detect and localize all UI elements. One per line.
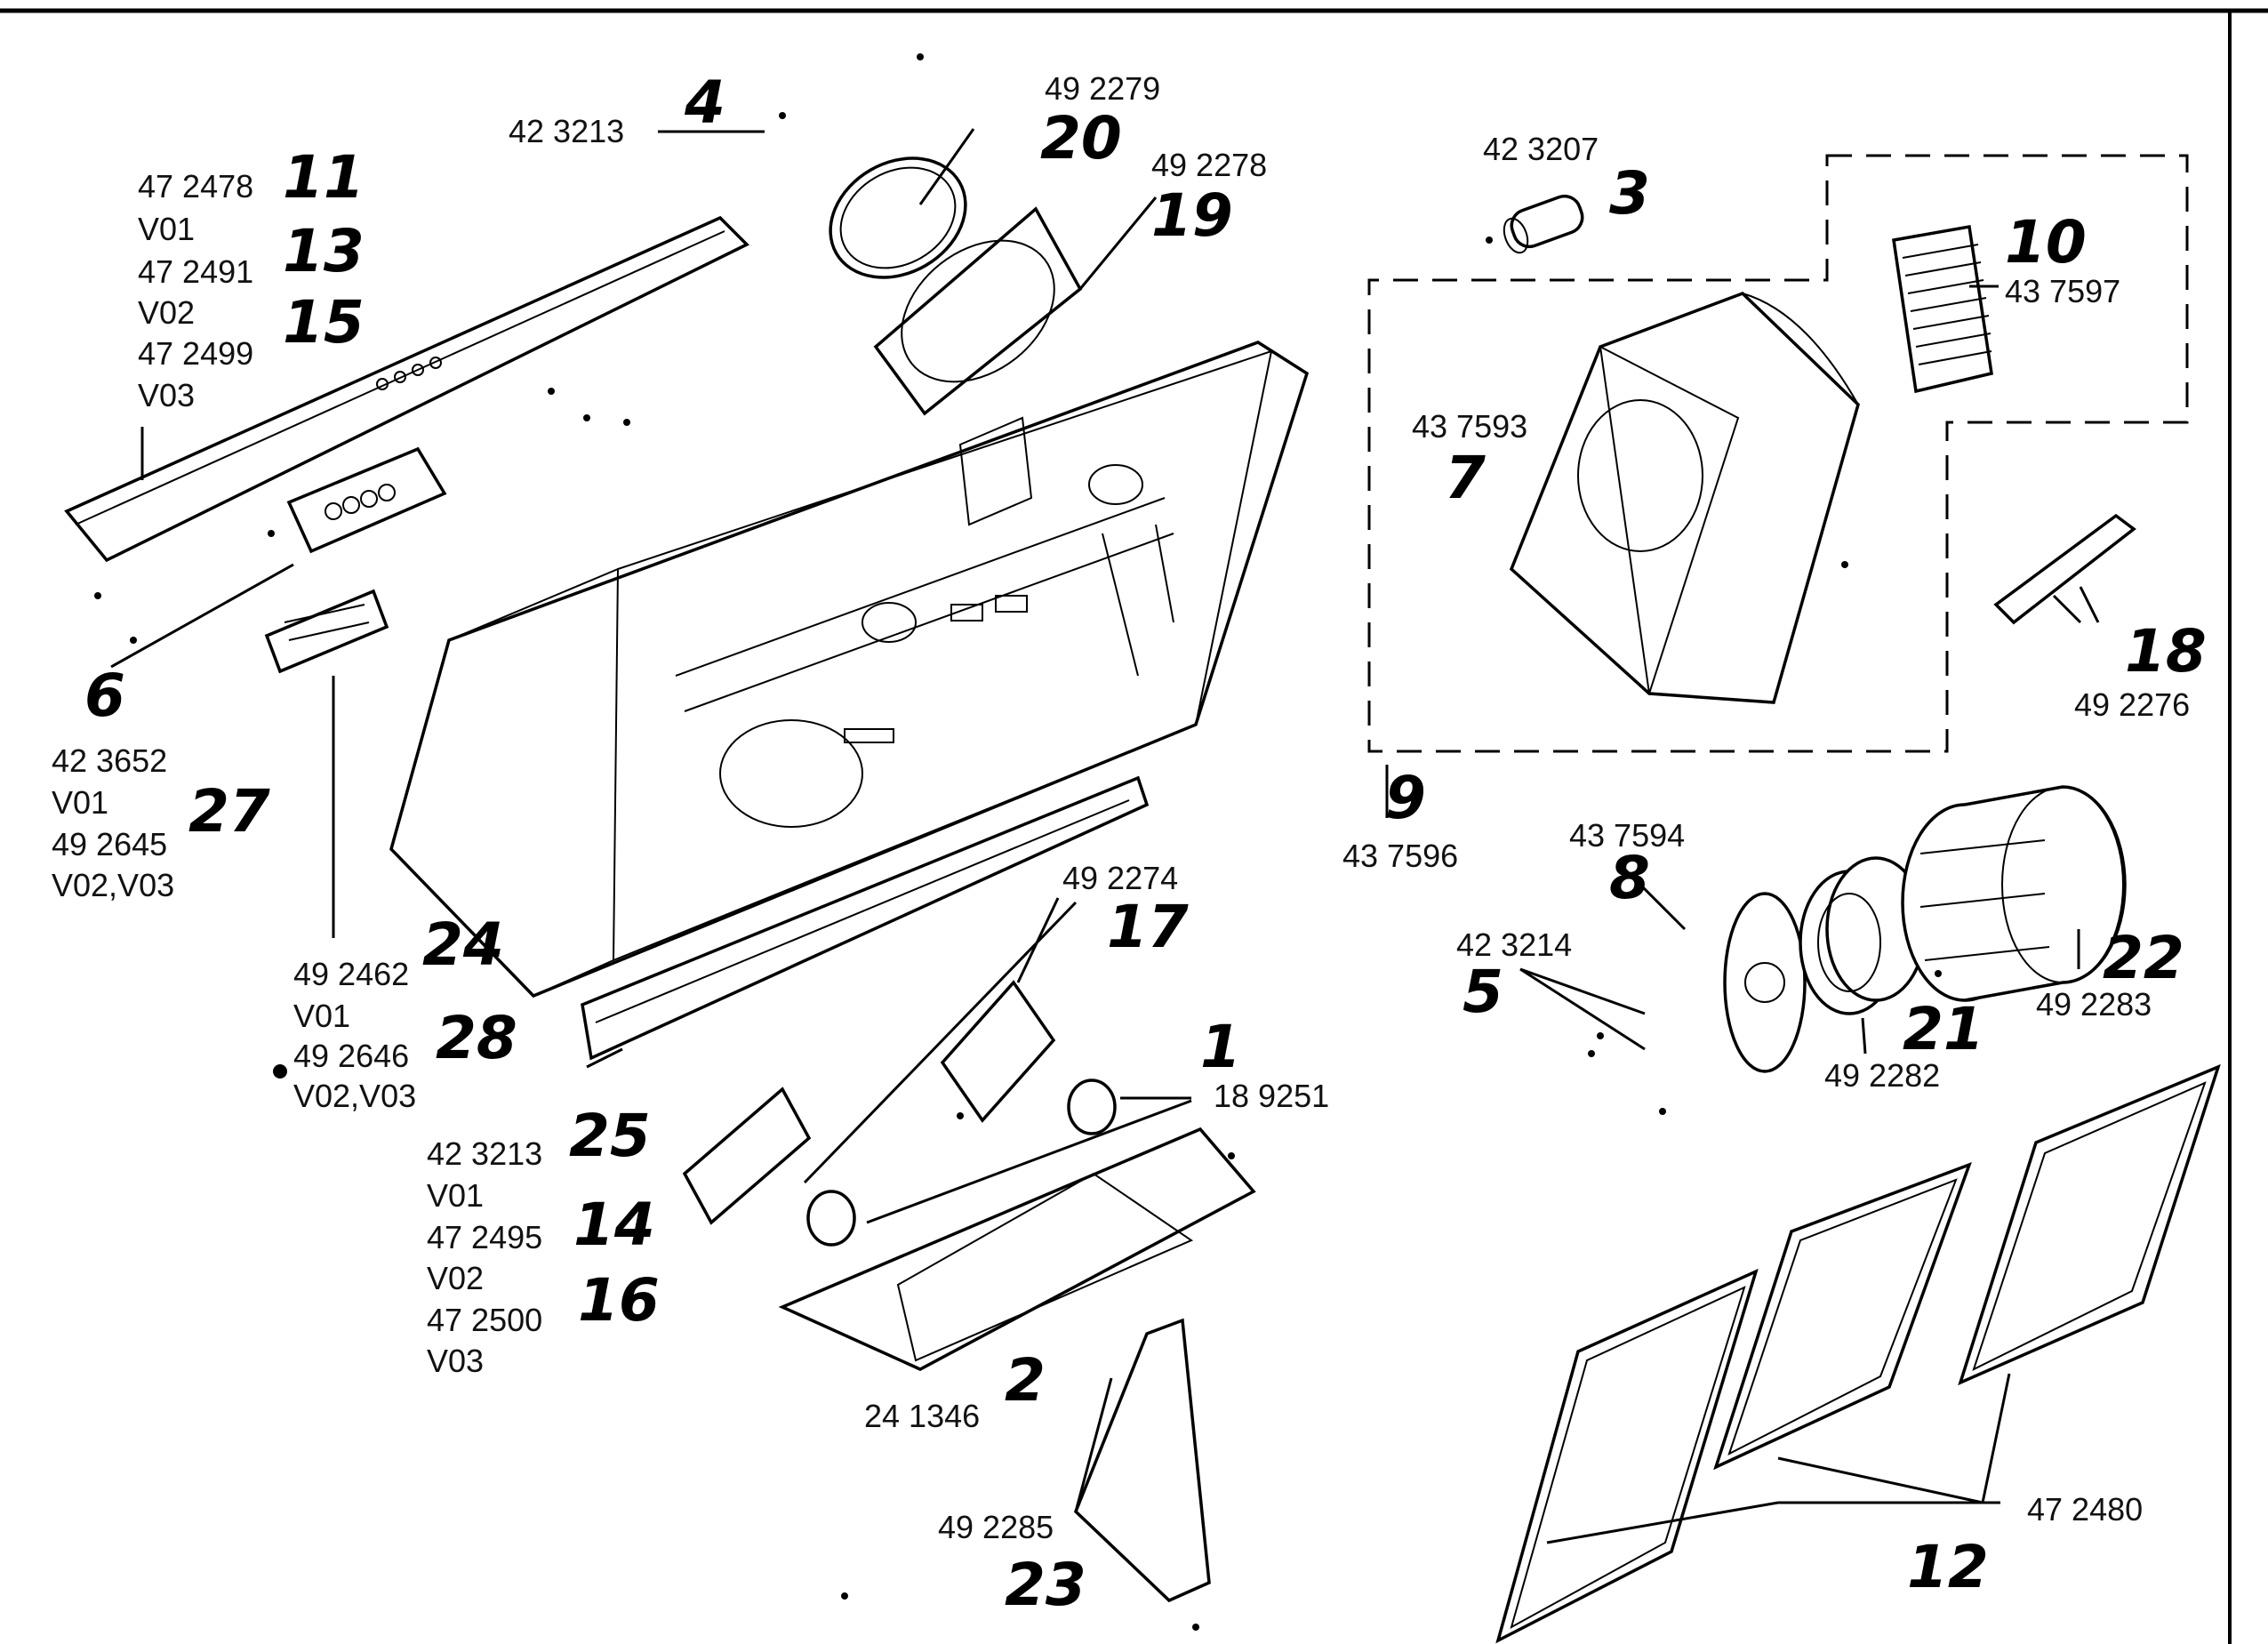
label-p17: 49 2274 xyxy=(1062,860,1178,896)
screw-dots xyxy=(94,53,1942,1631)
callout-14: 14 xyxy=(573,1191,655,1259)
capacitor xyxy=(1503,194,1584,254)
callout-7: 7 xyxy=(1445,444,1486,512)
bracket-18 xyxy=(1993,513,2136,625)
callout-numbers: 4 20 19 3 10 7 18 9 8 5 22 21 17 1 2 23 … xyxy=(84,68,2207,1619)
label-p23: 49 2285 xyxy=(938,1509,1054,1545)
hood-body xyxy=(389,341,1310,998)
light-tray xyxy=(778,1127,1256,1371)
callout-17: 17 xyxy=(1107,893,1189,961)
callout-12: 12 xyxy=(1907,1533,1989,1601)
callout-11: 11 xyxy=(283,143,365,212)
label-p13b: V02 xyxy=(138,294,195,331)
callout-19: 19 xyxy=(1151,181,1233,250)
label-p28a: 49 2646 xyxy=(293,1038,409,1074)
callout-10: 10 xyxy=(2005,208,2087,277)
callout-9: 9 xyxy=(1385,764,1426,832)
lamp-holders xyxy=(806,1079,1117,1247)
grille xyxy=(1892,224,1993,394)
bracket-17 xyxy=(682,980,1056,1225)
label-p22: 49 2283 xyxy=(2036,986,2152,1022)
callout-6: 6 xyxy=(84,662,125,730)
label-p2: 24 1346 xyxy=(864,1398,980,1434)
label-p15b: V03 xyxy=(138,377,195,413)
callout-8: 8 xyxy=(1609,844,1650,912)
label-p14b: V02 xyxy=(427,1260,484,1296)
label-p5: 42 3214 xyxy=(1456,926,1572,963)
label-p3: 42 3207 xyxy=(1483,131,1599,167)
callout-18: 18 xyxy=(2125,617,2207,686)
label-p6c: 49 2645 xyxy=(52,826,167,862)
label-p7: 43 7593 xyxy=(1412,408,1527,445)
label-p24b: V01 xyxy=(293,998,350,1034)
control-panel-strip xyxy=(64,215,749,563)
label-p1: 18 9251 xyxy=(1214,1078,1329,1114)
label-p21: 49 2282 xyxy=(1824,1057,1940,1094)
label-p16a: 47 2500 xyxy=(427,1302,542,1338)
label-p6d: V02,V03 xyxy=(52,867,174,903)
motor-plate xyxy=(1723,892,1807,1073)
label-p20: 49 2279 xyxy=(1045,70,1160,107)
label-p10: 43 7597 xyxy=(2005,273,2120,309)
callout-2: 2 xyxy=(1005,1346,1046,1415)
callout-4: 4 xyxy=(684,68,725,137)
label-p28b: V02,V03 xyxy=(293,1078,416,1114)
blower-housing xyxy=(1509,291,1860,704)
label-p18: 49 2276 xyxy=(2074,686,2190,723)
label-p15a: 47 2499 xyxy=(138,335,253,372)
callout-23: 23 xyxy=(1005,1551,1086,1619)
callout-28: 28 xyxy=(436,1004,517,1072)
label-p19: 49 2278 xyxy=(1151,147,1267,183)
label-p6a: 42 3652 xyxy=(52,742,167,779)
front-trim-strip xyxy=(581,775,1150,1061)
label-p4: 42 3213 xyxy=(509,113,624,149)
label-p25b: V01 xyxy=(427,1177,484,1214)
duct-bracket xyxy=(1073,1318,1211,1603)
callout-3: 3 xyxy=(1609,159,1650,228)
switch-box xyxy=(286,446,447,554)
callout-21: 21 xyxy=(1903,995,1984,1063)
label-p11b: V01 xyxy=(138,211,195,247)
label-p24a: 49 2462 xyxy=(293,956,409,992)
label-p9: 43 7596 xyxy=(1342,838,1458,874)
leader-lines xyxy=(110,128,2100,1544)
fan-wheel xyxy=(1901,785,2127,1002)
label-p16b: V03 xyxy=(427,1343,484,1379)
label-p6b: V01 xyxy=(52,784,108,821)
callout-25: 25 xyxy=(569,1102,651,1170)
assembly-dashed-outline xyxy=(1367,154,2189,753)
callout-27: 27 xyxy=(188,777,270,846)
callout-22: 22 xyxy=(2103,924,2184,992)
callout-15: 15 xyxy=(283,288,365,357)
label-p11a: 47 2478 xyxy=(138,168,253,204)
callout-13: 13 xyxy=(283,217,365,285)
callout-24: 24 xyxy=(422,910,504,979)
label-p8: 43 7594 xyxy=(1569,817,1685,854)
callout-5: 5 xyxy=(1463,958,1503,1026)
label-p25a: 42 3213 xyxy=(427,1135,542,1172)
motor xyxy=(1799,856,1927,1015)
callout-1: 1 xyxy=(1200,1013,1241,1081)
callout-16: 16 xyxy=(578,1266,660,1335)
grease-filters xyxy=(1495,1063,2221,1644)
part-number-labels: 42 3213 49 2279 49 2278 42 3207 43 7597 … xyxy=(52,70,2190,1545)
label-p13a: 47 2491 xyxy=(138,253,253,290)
switch-pcb xyxy=(264,589,389,674)
label-p14a: 47 2495 xyxy=(427,1219,542,1255)
callout-20: 20 xyxy=(1040,104,1122,172)
label-p12: 47 2480 xyxy=(2027,1491,2143,1528)
